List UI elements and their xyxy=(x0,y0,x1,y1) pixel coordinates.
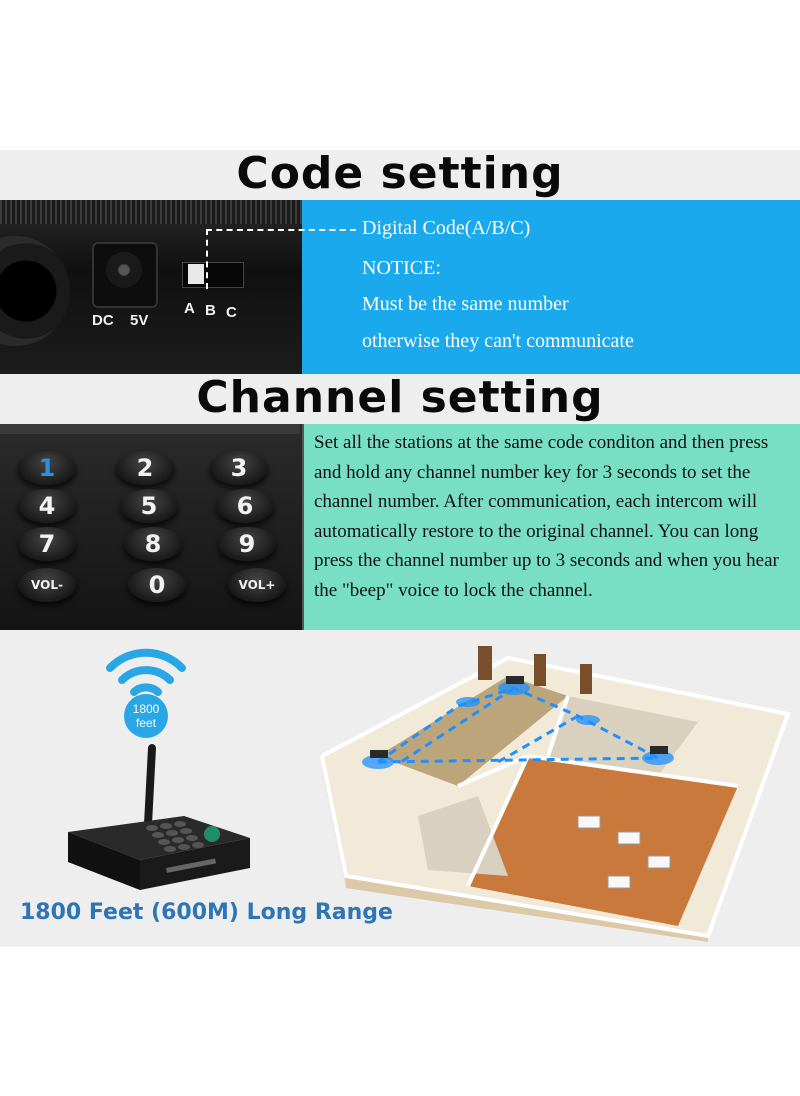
office-floorplan xyxy=(320,646,791,942)
key-5: 5 xyxy=(120,489,178,523)
switch-label-a: A xyxy=(184,300,195,317)
key-7: 7 xyxy=(18,527,76,561)
key-vol-up: VOL+ xyxy=(228,568,286,602)
dc-label: DC xyxy=(92,312,114,329)
key-vol-down: VOL- xyxy=(18,568,76,602)
key-3: 3 xyxy=(210,451,268,485)
key-2: 2 xyxy=(116,451,174,485)
code-setting-heading: Code setting xyxy=(236,148,564,199)
switch-label-b: B xyxy=(205,302,216,319)
badge-unit: feet xyxy=(135,716,156,730)
channel-instructions: Set all the stations at the same code co… xyxy=(314,432,779,601)
code-info-panel xyxy=(302,200,800,374)
code-line-2: NOTICE: xyxy=(362,257,441,279)
code-line-3: Must be the same number xyxy=(362,293,569,315)
range-caption: 1800 Feet (600M) Long Range xyxy=(20,900,393,925)
key-0: 0 xyxy=(128,568,186,602)
callout-line-vertical xyxy=(206,229,208,289)
key-4: 4 xyxy=(18,489,76,523)
code-switch-photo xyxy=(0,200,302,374)
key-6: 6 xyxy=(216,489,274,523)
code-line-4: otherwise they can't communicate xyxy=(362,330,634,352)
switch-label-c: C xyxy=(226,304,237,321)
intercom-base-unit xyxy=(68,816,250,890)
range-badge: 1800 feet xyxy=(124,694,168,738)
badge-value: 1800 xyxy=(132,702,160,716)
channel-info-panel xyxy=(304,424,800,630)
wifi-signal-icon xyxy=(106,648,186,696)
code-line-1: Digital Code(A/B/C) xyxy=(362,217,531,239)
key-8: 8 xyxy=(124,527,182,561)
volt-label: 5V xyxy=(130,312,149,329)
callout-line xyxy=(206,229,356,231)
channel-setting-heading: Channel setting xyxy=(196,372,604,423)
key-9: 9 xyxy=(218,527,276,561)
key-1: 1 xyxy=(18,451,76,485)
